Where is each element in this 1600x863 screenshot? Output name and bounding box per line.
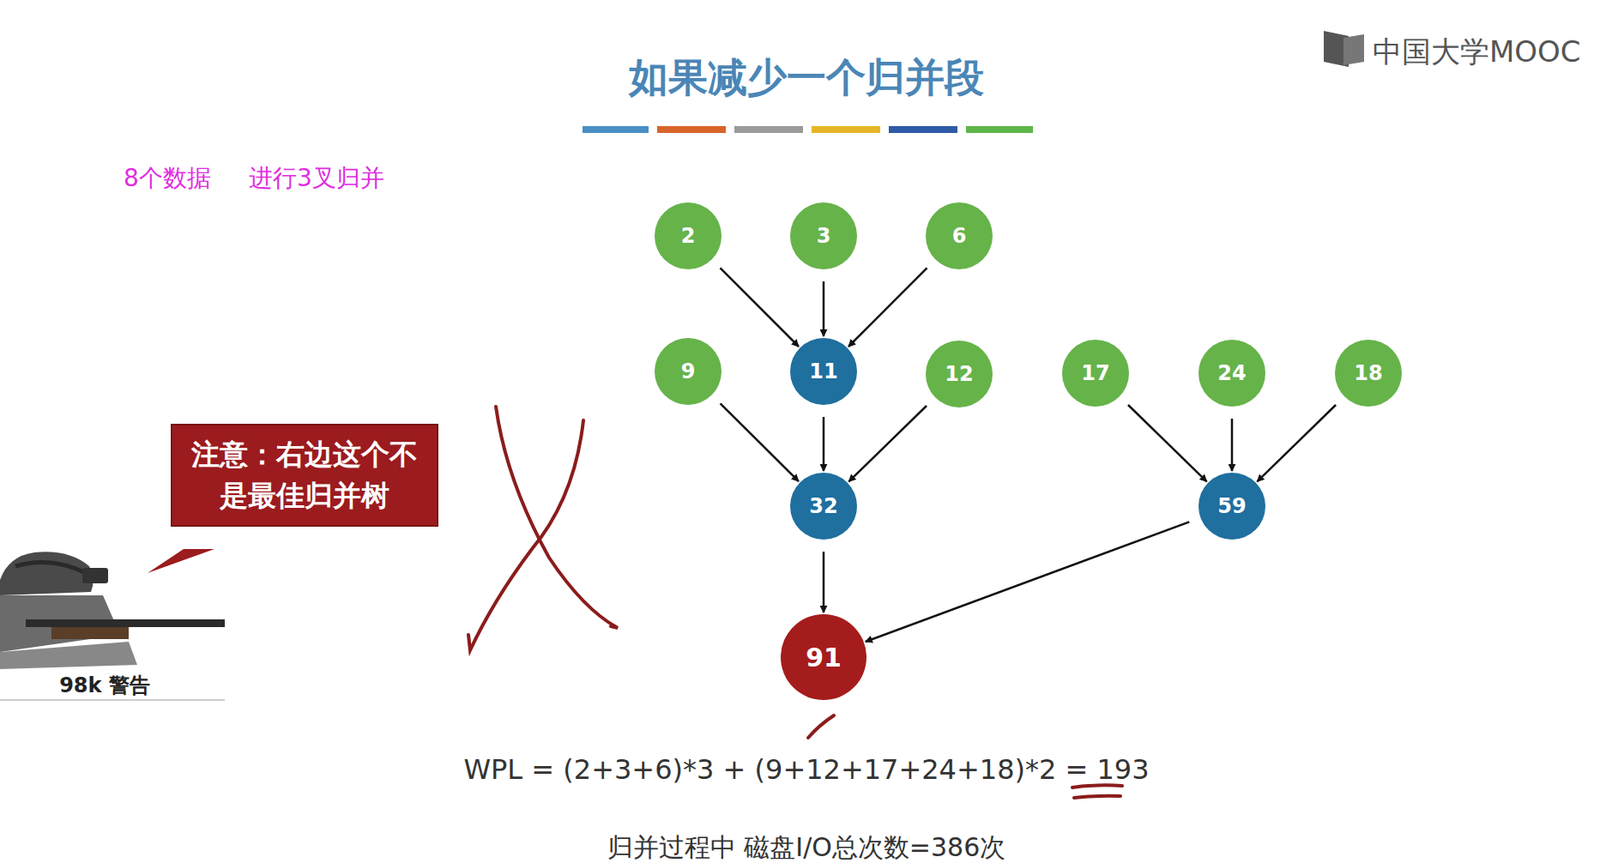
image-caption: 98k 警告	[59, 671, 151, 700]
note-text: 8个数据	[123, 162, 212, 195]
merge-node-circle: 11	[790, 338, 858, 405]
merge-arrow	[720, 403, 799, 482]
merge-node-circle: 32	[790, 472, 858, 540]
callout-tail	[147, 549, 215, 574]
merge-arrow	[848, 405, 927, 482]
node-value: 3	[816, 223, 832, 248]
title-bar	[966, 126, 1033, 133]
merge-arrow	[719, 267, 799, 347]
merge-arrow	[1256, 404, 1336, 482]
merge-node-circle: 18	[1334, 339, 1402, 407]
node-value: 91	[805, 642, 842, 673]
title-bar	[888, 126, 958, 133]
title-bar	[734, 126, 804, 133]
node-value: 11	[809, 359, 838, 384]
slide-title: 如果减少一个归并段	[628, 51, 985, 105]
node-value: 59	[1217, 494, 1246, 519]
title-bar	[657, 126, 726, 133]
merge-node-circle: 59	[1198, 472, 1266, 540]
node-value: 24	[1217, 361, 1246, 386]
merge-node-circle: 2	[654, 202, 722, 270]
callout-text: 注意：右边这个不是最佳归并树	[184, 434, 425, 517]
merge-node-circle: 12	[925, 340, 993, 408]
node-value: 18	[1353, 361, 1383, 386]
soldier-illustration	[0, 551, 225, 701]
title-bar	[811, 126, 881, 133]
logo-text: 中国大学MOOC	[1372, 32, 1582, 73]
node-value: 12	[944, 362, 973, 387]
node-value: 6	[952, 223, 967, 248]
node-value: 2	[681, 223, 696, 248]
node-value: 17	[1080, 361, 1110, 386]
node-value: 32	[809, 494, 838, 519]
merge-arrow	[822, 281, 826, 337]
title-bar	[582, 126, 649, 133]
merge-node-circle: 3	[790, 202, 858, 270]
hand-underline	[1072, 784, 1123, 798]
merge-arrow	[822, 551, 826, 613]
hand-tick	[808, 715, 834, 738]
logo-icon	[1343, 34, 1365, 66]
merge-arrow	[1128, 404, 1208, 482]
merge-node-circle: 91	[780, 614, 867, 701]
merge-node-circle: 24	[1198, 339, 1266, 407]
formula-text: WPL = (2+3+6)*3 + (9+12+17+24+18)*2 = 19…	[463, 753, 1149, 786]
merge-arrow	[822, 416, 826, 471]
merge-node-circle: 6	[925, 202, 993, 270]
result-text: 归并过程中 磁盘I/O总次数=386次	[607, 830, 1007, 863]
merge-arrow	[848, 267, 928, 347]
merge-node-circle: 17	[1062, 339, 1130, 407]
merge-arrow	[865, 521, 1190, 642]
merge-node-circle: 9	[654, 338, 722, 405]
hand-cross	[468, 406, 618, 651]
callout-box: 注意：右边这个不是最佳归并树	[170, 423, 439, 527]
note-text: 进行3叉归并	[248, 162, 385, 195]
node-value: 9	[681, 359, 696, 384]
merge-arrow	[1231, 418, 1234, 471]
